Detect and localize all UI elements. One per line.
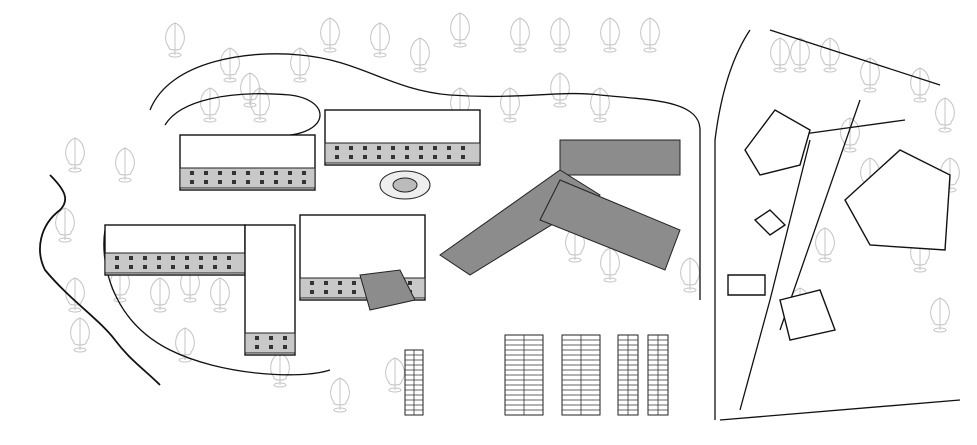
tree-icon <box>385 357 405 393</box>
tree-icon <box>175 327 195 363</box>
road-path <box>149 53 701 300</box>
courtyard-rotunda-inner <box>392 177 418 193</box>
tree-icon <box>200 87 220 123</box>
road-path <box>714 29 751 420</box>
tree-icon <box>290 47 310 83</box>
tree-icon <box>55 207 75 243</box>
tree-icon <box>500 87 520 123</box>
road-path <box>779 99 861 331</box>
outbuilding-garage <box>727 274 766 296</box>
roof-layer <box>359 139 681 311</box>
outbuilding-house-1 <box>744 109 811 176</box>
tree-icon <box>165 22 185 58</box>
tree-icon <box>450 12 470 48</box>
tree-icon <box>65 277 85 313</box>
outbuilding-east-complex <box>844 149 951 251</box>
tree-icon <box>590 87 610 123</box>
tree-icon <box>820 37 840 73</box>
tree-icon <box>150 277 170 313</box>
road-path <box>719 399 961 421</box>
shoreline <box>39 174 161 386</box>
tree-icon <box>320 17 340 53</box>
building-north-wing-b <box>324 109 481 166</box>
roof-chapel-roof <box>359 269 416 311</box>
tree-icon <box>330 377 350 413</box>
road-path <box>739 139 811 411</box>
tree-icon <box>270 352 290 388</box>
tree-icon <box>770 37 790 73</box>
tree-icon <box>510 17 530 53</box>
tree-icon <box>70 317 90 353</box>
tree-icon <box>815 227 835 263</box>
tree-icon <box>600 247 620 283</box>
tree-icon <box>790 37 810 73</box>
tree-icon <box>220 47 240 83</box>
tree-icon <box>65 137 85 173</box>
building-west-wing <box>104 224 246 276</box>
building-north-wing-a <box>179 134 316 191</box>
tree-icon <box>550 72 570 108</box>
building-south-wing <box>244 224 296 356</box>
roof-southeast-roof <box>539 179 681 271</box>
road-path <box>769 29 941 86</box>
tree-icon <box>680 257 700 293</box>
tree-icon <box>910 67 930 103</box>
parking-row <box>404 349 424 416</box>
road-path <box>164 93 321 136</box>
tree-icon <box>930 297 950 333</box>
parking-layer <box>404 334 669 416</box>
roof-east-roof <box>559 139 681 176</box>
building-layer <box>104 109 481 356</box>
tree-icon <box>550 17 570 53</box>
parking-row <box>504 334 544 416</box>
tree-icon <box>935 97 955 133</box>
tree-icon <box>410 37 430 73</box>
tree-icon <box>370 22 390 58</box>
tree-icon <box>210 277 230 313</box>
parking-row <box>617 334 639 416</box>
parking-row <box>647 334 669 416</box>
parking-row <box>561 334 601 416</box>
tree-icon <box>640 17 660 53</box>
tree-icon <box>860 57 880 93</box>
outbuilding-layer <box>727 109 951 341</box>
tree-icon <box>115 147 135 183</box>
outbuilding-southeast-house <box>779 289 836 341</box>
tree-icon <box>600 17 620 53</box>
tree-icon <box>240 72 260 108</box>
outbuilding-gazebo <box>753 209 787 236</box>
